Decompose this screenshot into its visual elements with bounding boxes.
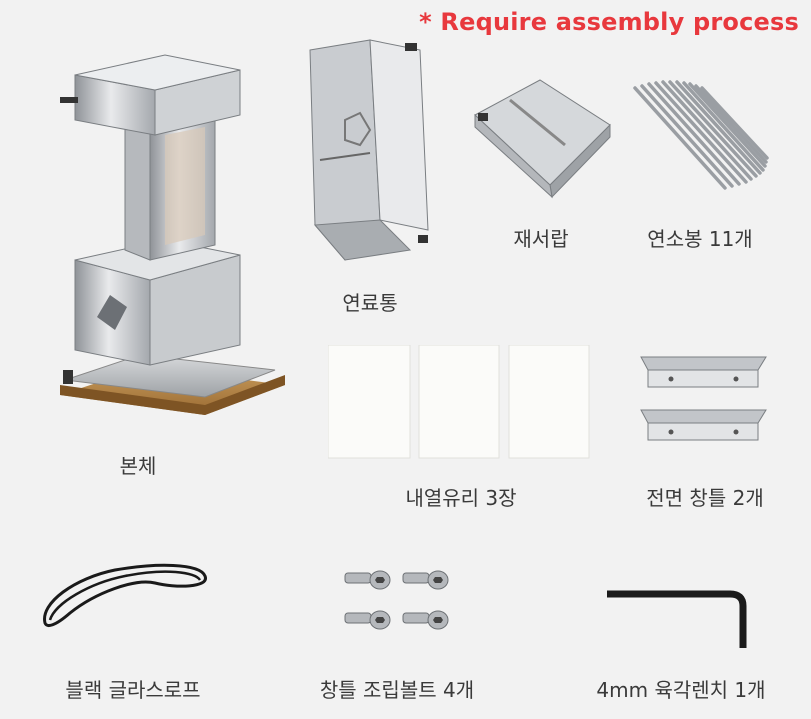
heat-glass-icon xyxy=(328,345,590,460)
item-label-body: 본체 xyxy=(119,454,157,478)
item-label-fuel-tank: 연료통 xyxy=(342,291,398,315)
combustion-rods-icon xyxy=(630,78,770,193)
hex-wrench-icon xyxy=(605,588,750,653)
item-label-heat-glass: 내열유리 3장 xyxy=(405,486,517,510)
item-label-window-frame: 전면 창틀 2개 xyxy=(646,486,764,510)
assembly-notice: * Require assembly process xyxy=(419,8,799,36)
window-frame-icon xyxy=(636,352,771,447)
bolts-icon xyxy=(340,568,455,648)
item-label-bolts: 창틀 조립볼트 4개 xyxy=(319,678,475,702)
ash-drawer-icon xyxy=(470,75,615,200)
item-label-glass-rope: 블랙 글라스로프 xyxy=(65,678,201,702)
item-label-ash-drawer: 재서랍 xyxy=(513,227,569,251)
glass-rope-icon xyxy=(35,558,215,633)
fuel-tank-icon xyxy=(300,35,435,270)
item-label-hex-wrench: 4mm 육각렌치 1개 xyxy=(596,678,766,702)
stove-body-icon xyxy=(55,45,285,420)
item-label-combustion-rods: 연소봉 11개 xyxy=(647,227,753,251)
